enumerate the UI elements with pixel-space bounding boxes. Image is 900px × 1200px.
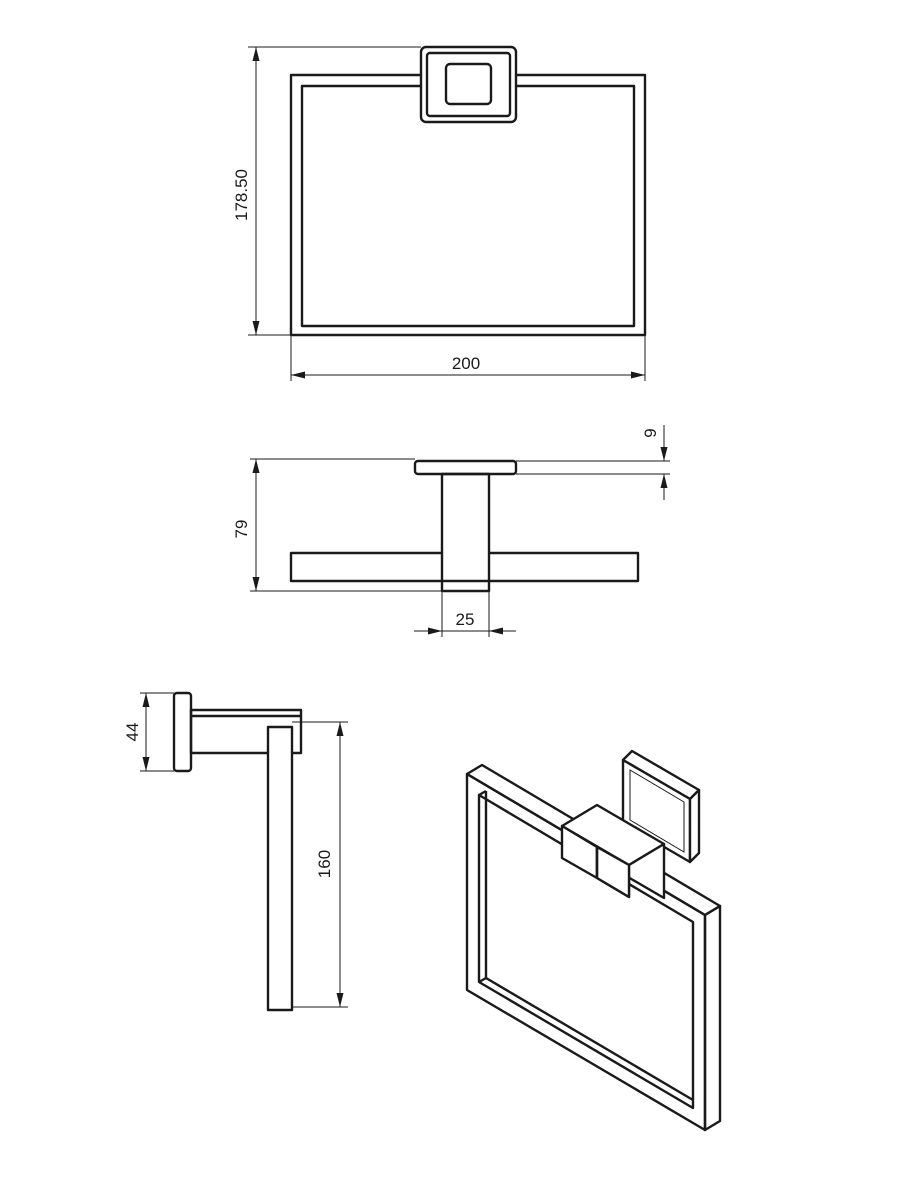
plate-height-dimension-label: 44: [123, 723, 142, 742]
post-width-dimension: 25: [414, 591, 516, 637]
width-dimension-label: 200: [452, 354, 480, 373]
top-view: 79 25 9: [232, 425, 670, 637]
iso-wall-plate: [621, 749, 701, 864]
side-view: 44 160: [123, 691, 348, 1012]
side-ring: [266, 725, 294, 1012]
iso-post: [560, 803, 666, 900]
wall-plate-inner: [425, 51, 512, 118]
post-width-dimension-label: 25: [456, 610, 475, 629]
plate-height-dimension: 44: [123, 692, 174, 772]
height-dimension-label: 178.50: [232, 169, 251, 221]
depth-dimension-label: 79: [232, 520, 251, 539]
ring-height-dimension: 160: [292, 721, 348, 1008]
side-post: [189, 708, 303, 755]
isometric-view: [465, 749, 722, 1132]
width-dimension: 200: [290, 335, 646, 381]
height-dimension: 178.50: [232, 46, 421, 336]
top-plate: [413, 459, 518, 476]
top-ring-bar: [289, 551, 442, 583]
ring-height-dimension-label: 160: [315, 850, 334, 878]
post-square: [444, 62, 493, 106]
top-post: [440, 472, 491, 593]
front-view: 178.50 200: [232, 45, 647, 381]
plate-thickness-dimension: 9: [516, 425, 670, 500]
plate-thickness-dimension-label: 9: [641, 428, 660, 437]
side-plate: [172, 691, 193, 773]
depth-dimension: 79: [232, 458, 442, 592]
wall-plate: [419, 45, 518, 124]
